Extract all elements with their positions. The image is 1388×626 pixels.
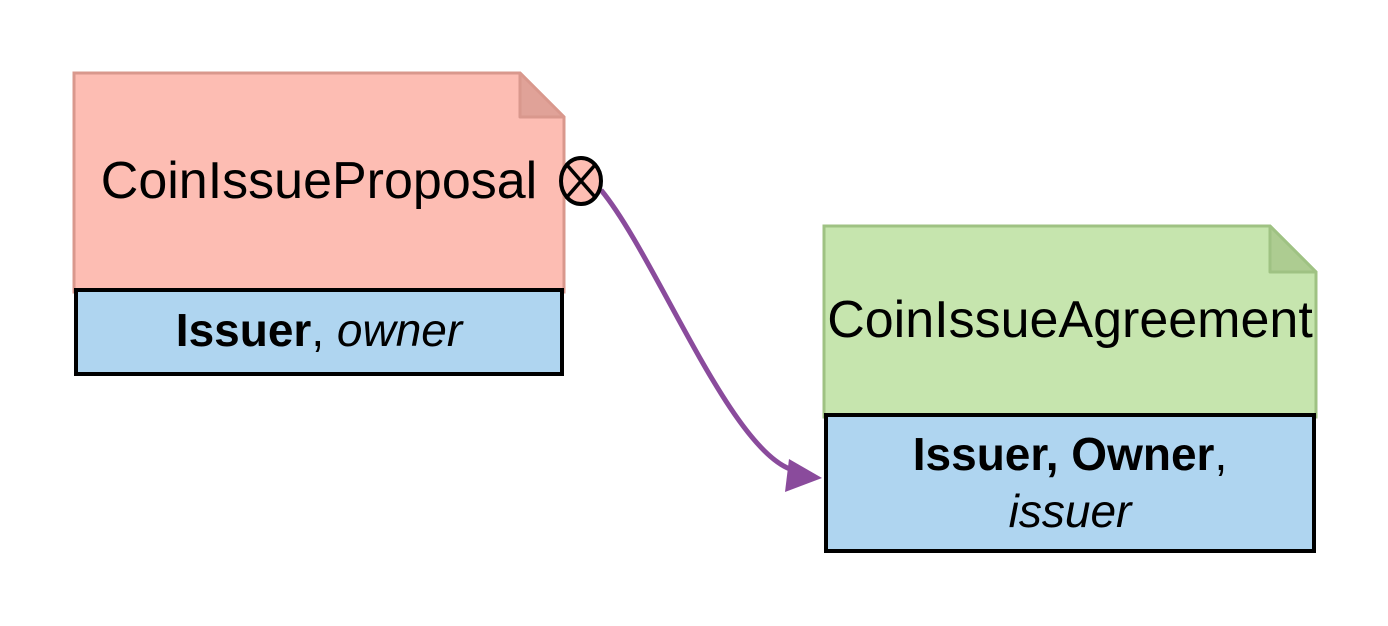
agreement-parties-separator: ,: [1214, 427, 1228, 480]
agreement-signatories: Issuer, Owner: [912, 427, 1215, 480]
proposal-signatories: Issuer: [175, 304, 312, 357]
agreement-note-fold-corner: [1268, 224, 1318, 274]
proposal-note-fold-corner: [518, 71, 566, 119]
agreement-parties: Issuer, Owner, issuer: [826, 413, 1314, 553]
create-arrow-curve: [599, 188, 791, 472]
agreement-title: CoinIssueAgreement: [827, 291, 1313, 349]
proposal-parties: Issuer, owner: [76, 288, 562, 374]
create-arrow-head: [785, 459, 822, 492]
proposal-note: [72, 71, 566, 376]
agreement-parties-line-1: Issuer, Owner,: [913, 426, 1227, 484]
proposal-title: CoinIssueProposal: [100, 152, 538, 210]
proposal-parties-separator: ,: [311, 304, 337, 357]
agreement-note: [822, 224, 1318, 553]
agreement-party-bar: [824, 413, 1316, 553]
proposal-note-body: [72, 71, 566, 294]
agreement-note-body: [822, 224, 1318, 419]
circle-x-stroke-2: [565, 163, 597, 199]
circle-x-icon: [559, 156, 603, 206]
create-arrow: [599, 188, 822, 492]
proposal-observers: owner: [336, 304, 463, 357]
agreement-observers: issuer: [1008, 485, 1132, 537]
proposal-party-bar: [74, 288, 564, 376]
